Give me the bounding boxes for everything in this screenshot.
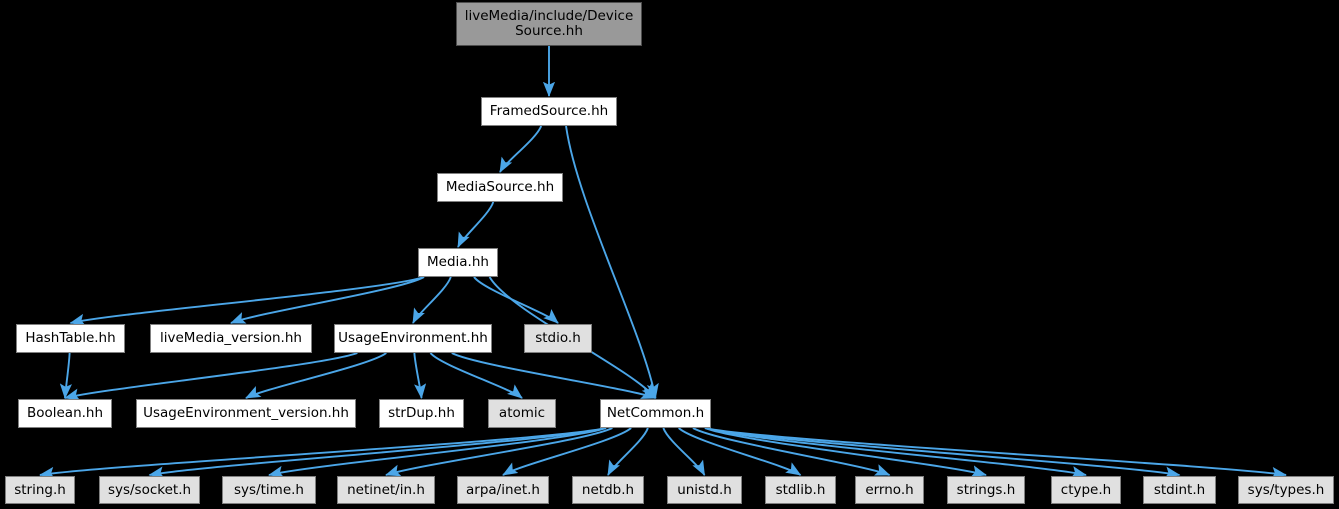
edge-net_common-to-arpa_inet_h bbox=[502, 427, 632, 476]
graph-node-atomic[interactable]: atomic bbox=[488, 399, 556, 428]
edge-net_common-to-netdb_h bbox=[607, 427, 649, 476]
graph-node-stdlib_h[interactable]: stdlib.h bbox=[765, 476, 836, 504]
graph-node-sys_socket_h[interactable]: sys/socket.h bbox=[99, 476, 200, 504]
graph-node-sys_time_h[interactable]: sys/time.h bbox=[222, 476, 316, 504]
graph-node-netdb_h[interactable]: netdb.h bbox=[572, 476, 644, 504]
graph-node-media[interactable]: Media.hh bbox=[418, 248, 498, 277]
graph-node-arpa_inet_h[interactable]: arpa/inet.h bbox=[457, 476, 549, 504]
edge-media-to-livemedia_version bbox=[230, 276, 425, 324]
graph-node-livemedia_version[interactable]: liveMedia_version.hh bbox=[150, 324, 312, 353]
edge-net_common-to-sys_socket_h bbox=[148, 427, 607, 479]
edge-media-to-usage_environment bbox=[412, 276, 452, 324]
graph-node-boolean[interactable]: Boolean.hh bbox=[18, 399, 112, 428]
graph-node-stdint_h[interactable]: stdint.h bbox=[1143, 476, 1216, 504]
edge-usage_environment-to-atomic bbox=[429, 352, 523, 399]
edge-net_common-to-strings_h bbox=[704, 427, 987, 478]
graph-node-media_source[interactable]: MediaSource.hh bbox=[437, 173, 563, 202]
graph-node-framed_source[interactable]: FramedSource.hh bbox=[481, 97, 617, 126]
edge-media-to-stdio bbox=[473, 276, 559, 324]
graph-node-device_source: liveMedia/include/Device Source.hh bbox=[456, 2, 642, 46]
edge-net_common-to-sys_types_h bbox=[704, 427, 1287, 479]
graph-node-hash_table[interactable]: HashTable.hh bbox=[16, 324, 125, 353]
edge-usage_environment-to-net_common bbox=[451, 352, 657, 399]
edge-usage_environment-to-boolean bbox=[64, 352, 358, 401]
edge-usage_environment-to-usage_env_version bbox=[245, 352, 387, 399]
edge-usage_environment-to-strdup bbox=[413, 352, 427, 399]
edge-hash_table-to-boolean bbox=[59, 352, 72, 399]
edge-net_common-to-string_h bbox=[39, 427, 607, 479]
edge-net_common-to-unistd_h bbox=[662, 427, 706, 476]
graph-node-stdio[interactable]: stdio.h bbox=[524, 324, 592, 353]
graph-node-errno_h[interactable]: errno.h bbox=[855, 476, 924, 504]
graph-node-netinet_in_h[interactable]: netinet/in.h bbox=[337, 476, 435, 504]
graph-node-strdup[interactable]: strDup.hh bbox=[379, 399, 464, 428]
graph-node-net_common[interactable]: NetCommon.h bbox=[600, 399, 711, 428]
graph-node-sys_types_h[interactable]: sys/types.h bbox=[1238, 476, 1334, 504]
edge-media-to-hash_table bbox=[69, 276, 425, 326]
edge-net_common-to-netinet_in_h bbox=[385, 427, 613, 477]
graph-node-ctype_h[interactable]: ctype.h bbox=[1051, 476, 1121, 504]
graph-node-usage_env_version[interactable]: UsageEnvironment_version.hh bbox=[136, 399, 356, 428]
edge-net_common-to-sys_time_h bbox=[268, 427, 607, 478]
graph-node-usage_environment[interactable]: UsageEnvironment.hh bbox=[334, 324, 492, 353]
edge-framed_source-to-net_common bbox=[565, 125, 659, 399]
edge-media_source-to-media bbox=[457, 201, 495, 248]
graph-node-string_h[interactable]: string.h bbox=[5, 476, 75, 504]
edge-net_common-to-stdlib_h bbox=[678, 427, 802, 476]
edge-framed_source-to-media_source bbox=[499, 125, 543, 173]
edge-net_common-to-errno_h bbox=[692, 427, 891, 476]
graph-node-strings_h[interactable]: strings.h bbox=[947, 476, 1025, 504]
graph-node-unistd_h[interactable]: unistd.h bbox=[667, 476, 742, 504]
